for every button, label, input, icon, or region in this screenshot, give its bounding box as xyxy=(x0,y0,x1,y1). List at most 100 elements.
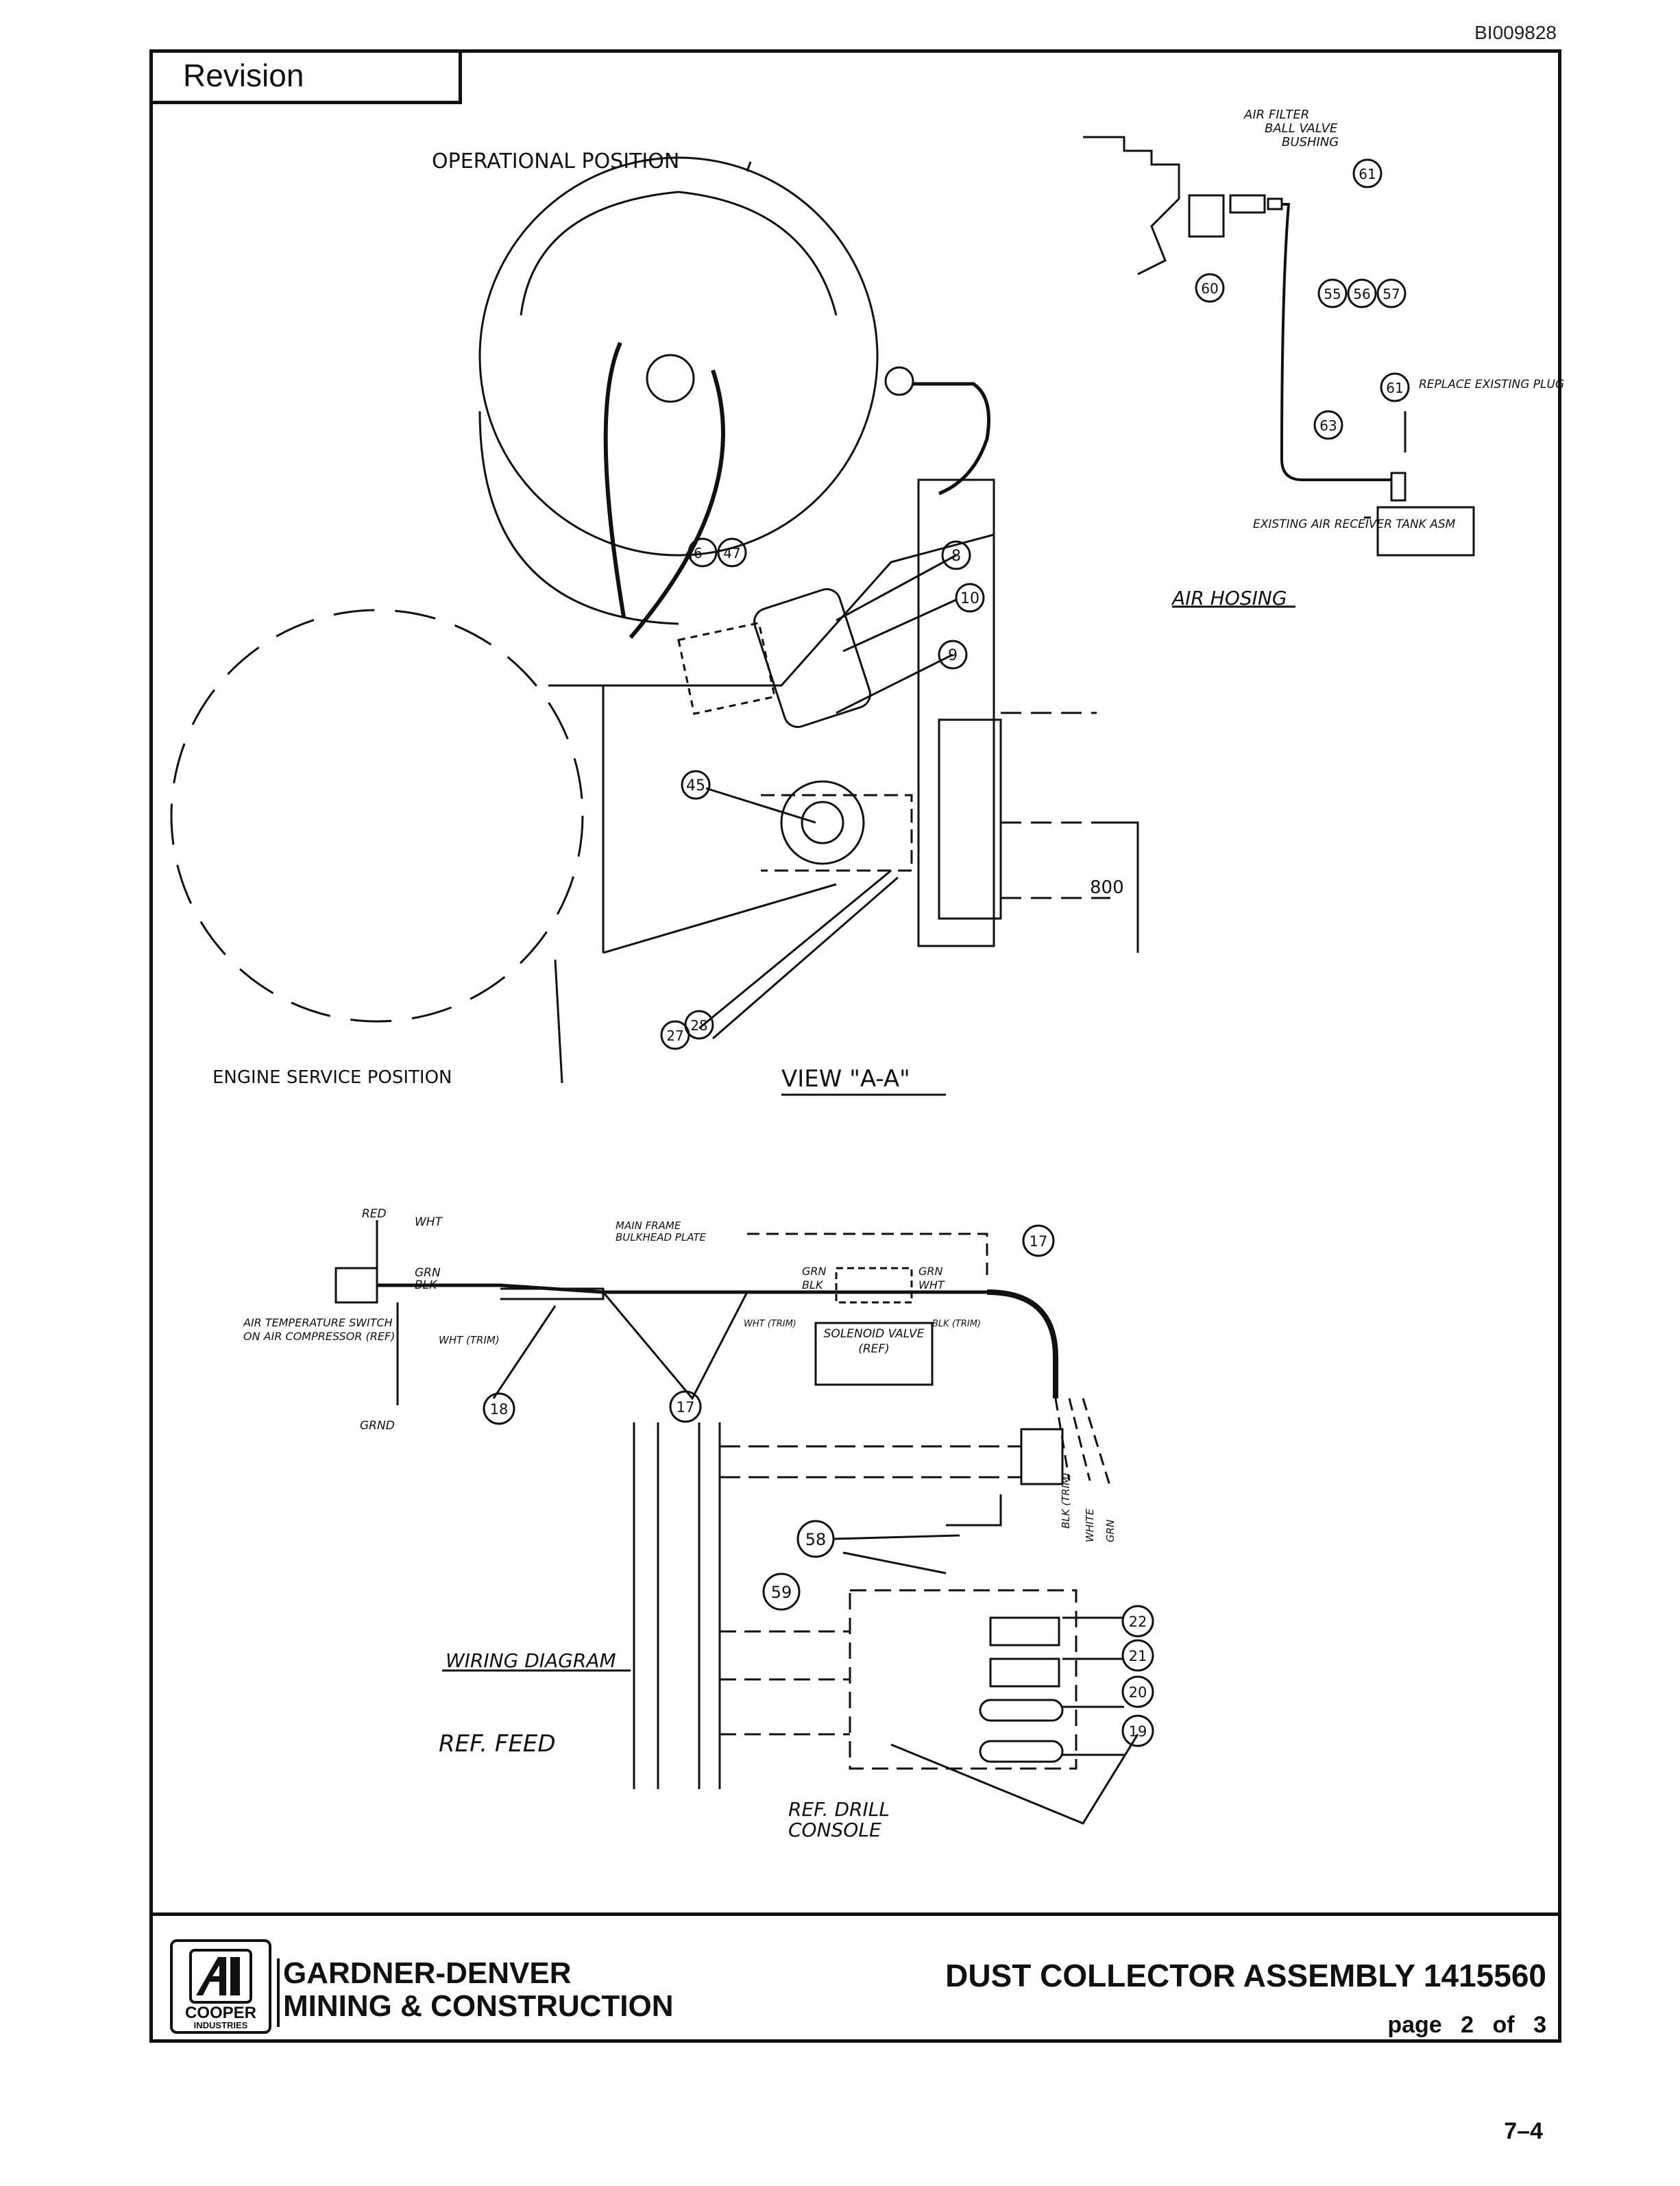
balloon-45-label: 45 xyxy=(686,777,705,794)
balloon-17-mid-label: 17 xyxy=(677,1399,695,1416)
solenoid-grn-right: GRN xyxy=(918,1265,943,1278)
console-leaders xyxy=(1062,1616,1124,1756)
balloon-9-label: 9 xyxy=(948,647,958,664)
solenoid-wht-right: WHT xyxy=(918,1278,945,1291)
console-connectors xyxy=(720,1630,850,1736)
air-temperature-switch-label: AIR TEMPERATURE SWITCH ON AIR COMPRESSOR… xyxy=(243,1316,395,1343)
mast-plate xyxy=(917,478,995,947)
wire-tag-blk-trim: BLK (TRIM) xyxy=(1060,1472,1072,1529)
logo-text-industries: INDUSTRIES xyxy=(193,2020,248,2030)
mast-dash-lines xyxy=(1001,712,1110,899)
balloon-19 xyxy=(1121,1714,1154,1747)
console-switch-2 xyxy=(989,1657,1060,1688)
cooper-logo-mark xyxy=(189,1949,252,2004)
revision-box: Revision xyxy=(149,49,462,104)
air-hosing-title: AIR HOSING xyxy=(1171,587,1287,609)
pivot-hub xyxy=(780,780,865,865)
solenoid-dash-box xyxy=(747,1232,988,1282)
balloon-59 xyxy=(762,1572,801,1611)
solenoid-valve-label: SOLENOID VALVE (REF) xyxy=(824,1327,925,1356)
hidden-bracket xyxy=(677,621,776,716)
wire-tag-white: WHITE xyxy=(1084,1508,1096,1542)
wire-run-dashes xyxy=(1054,1398,1112,1488)
balloon-59-label: 59 xyxy=(771,1583,792,1602)
balloon-22 xyxy=(1121,1605,1154,1638)
balloon-61-plug-label: 61 xyxy=(1386,380,1403,396)
page-of: of xyxy=(1492,2012,1515,2038)
balloon-46-label: 46 xyxy=(685,545,702,561)
balloon-17-top xyxy=(1022,1224,1055,1257)
leader-17-mid xyxy=(602,1291,748,1400)
balloon-60 xyxy=(1195,273,1225,303)
air-hosing-balloons xyxy=(1195,158,1410,440)
blk-trim-label: BLK (TRIM) xyxy=(932,1319,981,1329)
grnd-label: GRND xyxy=(360,1419,395,1433)
title-block: COOPER INDUSTRIES GARDNER-DENVER MINING … xyxy=(149,1912,1561,2043)
cable-sheath xyxy=(500,1287,605,1300)
air-hose-line xyxy=(1280,203,1391,481)
wiring-balloons xyxy=(483,1224,1154,1747)
air-receiver-tank xyxy=(1376,506,1475,557)
balloon-21 xyxy=(1121,1639,1154,1672)
page-number: 7–4 xyxy=(1504,2118,1543,2144)
balloon-56-label: 56 xyxy=(1353,286,1370,302)
view-a-a-balloons xyxy=(660,537,985,1050)
leader-45 xyxy=(705,787,816,824)
dimension-ext xyxy=(1097,821,1139,953)
leader-10 xyxy=(842,598,957,653)
balloon-20 xyxy=(1121,1675,1154,1708)
balloon-22-label: 22 xyxy=(1129,1614,1147,1630)
balloon-28 xyxy=(684,1010,714,1040)
leader-58 xyxy=(832,1534,960,1540)
balloon-27-label: 27 xyxy=(666,1028,683,1044)
balloon-61-plug xyxy=(1380,372,1410,402)
balloon-58-label: 58 xyxy=(805,1530,827,1549)
gauge-ball xyxy=(646,354,695,403)
pivot-bracket xyxy=(761,794,913,872)
dust-collector-drum-operational xyxy=(478,156,879,557)
leader-19 xyxy=(890,1734,1139,1825)
drum-side-arc xyxy=(478,411,679,625)
balloon-57-label: 57 xyxy=(1383,286,1400,302)
existing-air-receiver-label: EXISTING AIR RECEIVER TANK ASM xyxy=(1253,518,1456,531)
balloon-18 xyxy=(483,1392,515,1425)
main-cable xyxy=(377,1283,987,1294)
engine-service-leader xyxy=(554,959,563,1084)
air-filter-body xyxy=(1188,194,1225,238)
logo-text-cooper: COOPER xyxy=(184,2004,256,2022)
balloon-9 xyxy=(938,640,968,670)
solenoid-housing xyxy=(1020,1428,1064,1485)
page-indicator: page 2 of 3 xyxy=(1387,2012,1546,2039)
frame-lower-arm xyxy=(602,883,837,954)
wht-trim-label: WHT (TRIM) xyxy=(744,1319,796,1329)
balloon-17-mid xyxy=(669,1390,702,1423)
balloon-63 xyxy=(1313,410,1343,440)
dimension-800: 800 xyxy=(1090,877,1124,898)
wire-grn-label: GRN xyxy=(415,1266,441,1280)
leader-9 xyxy=(836,653,953,714)
balloon-55 xyxy=(1317,278,1348,308)
page-word: page xyxy=(1387,2012,1442,2038)
revision-label: Revision xyxy=(183,58,304,93)
company-divider xyxy=(277,1958,280,2027)
replace-existing-plug-label: REPLACE EXISTING PLUG xyxy=(1419,378,1564,391)
wire-red-label: RED xyxy=(362,1207,387,1221)
control-box xyxy=(753,588,871,728)
engine-service-position-label: ENGINE SERVICE POSITION xyxy=(212,1067,452,1088)
balloon-58 xyxy=(796,1520,835,1558)
balloon-45 xyxy=(681,770,711,800)
hosing-structure xyxy=(1083,136,1180,276)
hose-left xyxy=(603,341,626,618)
console-switch-1 xyxy=(989,1616,1060,1647)
page-current: 2 xyxy=(1461,2012,1474,2038)
bushing-body xyxy=(1267,197,1283,210)
company-line-2: MINING & CONSTRUCTION xyxy=(283,1989,674,2023)
air-filter-label: AIR FILTER xyxy=(1243,108,1309,122)
ref-drill-console-label: REF. DRILL CONSOLE xyxy=(788,1799,890,1841)
balloon-61-top-label: 61 xyxy=(1359,166,1376,182)
operational-leader xyxy=(746,161,752,172)
ball-valve-label: BALL VALVE xyxy=(1265,121,1338,136)
balloon-60-label: 60 xyxy=(1201,280,1218,297)
solenoid-terminal-box xyxy=(835,1267,913,1304)
